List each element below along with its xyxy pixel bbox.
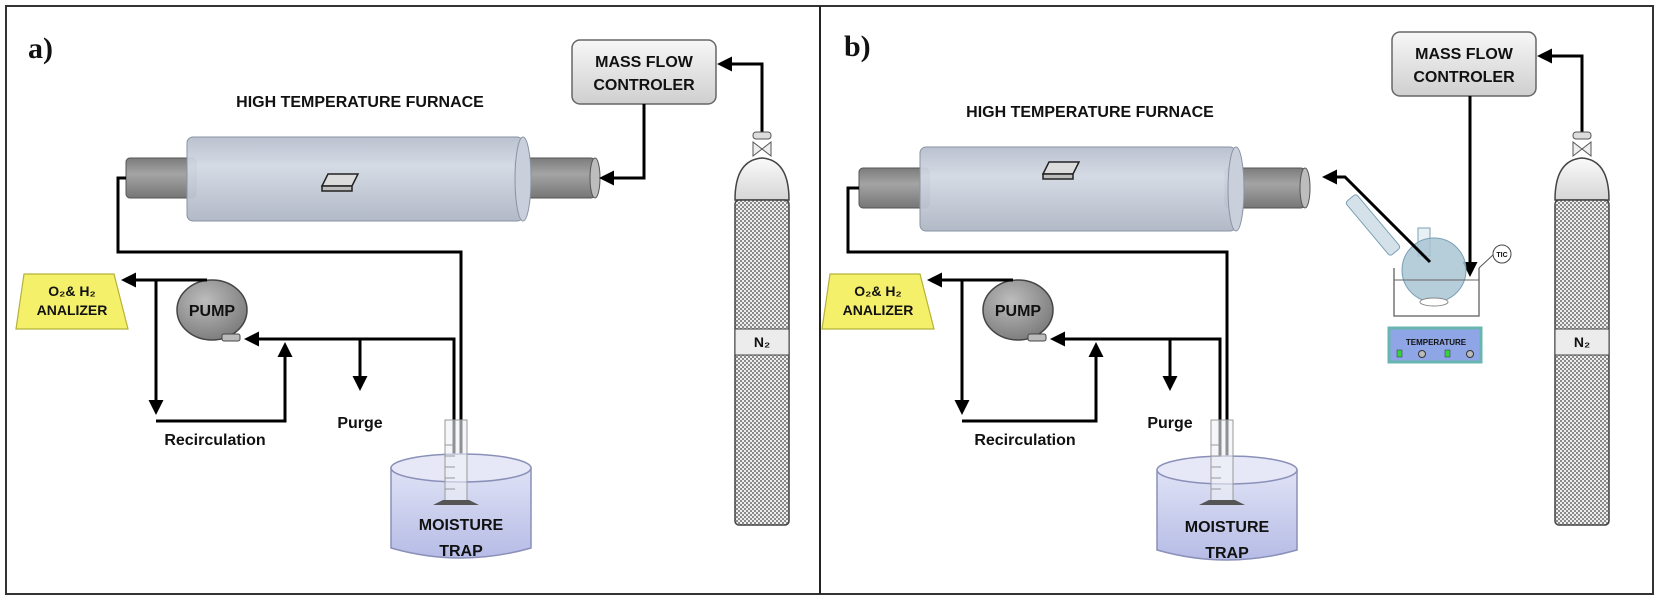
recirculation-return-pipe <box>962 342 1104 423</box>
analyzer-box <box>821 273 935 330</box>
mfc-to-furnace-pipe <box>599 104 646 186</box>
sample-boat <box>1041 161 1081 175</box>
cylinder-body <box>734 199 790 526</box>
heater-plate <box>1387 326 1483 364</box>
tic-lead <box>1478 253 1495 269</box>
pump: PUMP <box>176 279 248 342</box>
panel-letter: a) <box>28 32 53 65</box>
graduated-cylinder <box>444 419 468 503</box>
furnace-body-end <box>514 136 532 222</box>
figure-frame <box>5 5 1654 595</box>
analyzer-label-line2: ANALIZER <box>843 302 914 318</box>
nitrogen-cylinder: N₂ <box>717 56 790 526</box>
furnace-body <box>919 146 1237 232</box>
trap-vessel <box>390 467 532 559</box>
panel-a: a) HIGH TEMPERATURE FURNACE MASS FLOW CONTR… <box>15 32 790 560</box>
analyzer-box <box>15 273 129 330</box>
graduated-cylinder-base <box>433 500 479 505</box>
pump-body <box>176 279 248 341</box>
purge-label: Purge <box>1147 415 1192 432</box>
cylinder-valve-icon <box>1572 140 1592 158</box>
mfc-label-line1: MASS FLOW <box>1415 46 1514 63</box>
cylinder-valve-icon <box>752 140 772 158</box>
purge-label: Purge <box>337 415 382 432</box>
furnace-label: HIGH TEMPERATURE FURNACE <box>236 94 484 111</box>
moisture-trap: MOISTURE TRAP <box>1156 419 1298 562</box>
moisture-trap: MOISTURE TRAP <box>390 419 532 560</box>
heater-led-1 <box>1396 349 1403 358</box>
cylinder-dome <box>734 157 790 201</box>
mfc-label-line2: CONTROLER <box>1413 69 1515 86</box>
heating-bath <box>1393 268 1480 317</box>
sample-boat-base <box>1042 173 1074 180</box>
mass-flow-controller: MASS FLOW CONTROLER <box>1391 31 1537 97</box>
cylinder-to-mfc-pipe <box>1537 48 1584 135</box>
trap-label-line1: MOISTURE <box>419 517 504 534</box>
heater-knob-1 <box>1418 350 1426 358</box>
cylinder-gas-label: N₂ <box>1574 334 1590 350</box>
cylinder-dome <box>1554 157 1610 201</box>
pump-label: PUMP <box>189 303 236 320</box>
furnace-left-cap <box>125 157 197 199</box>
furnace-right-cap-end <box>589 157 601 199</box>
cylinder-to-mfc-pipe <box>717 56 764 135</box>
pump: PUMP <box>982 279 1054 342</box>
bubbler-to-furnace-pipe <box>1322 169 1432 264</box>
cylinder-gas-label: N₂ <box>754 334 770 350</box>
pump-body <box>982 279 1054 341</box>
trap-label-line1: MOISTURE <box>1185 519 1270 536</box>
cylinder-label-band <box>1554 328 1610 356</box>
mfc-box <box>1391 31 1537 97</box>
o2-h2-analyzer: O₂& H₂ ANALIZER <box>15 273 129 330</box>
pump-outlet <box>221 333 241 342</box>
furnace-to-trap-pipe <box>846 186 1235 471</box>
furnace: HIGH TEMPERATURE FURNACE <box>125 94 601 222</box>
analyzer-label-line2: ANALIZER <box>37 302 108 318</box>
cylinder-label-band <box>734 328 790 356</box>
tic-label: TIC <box>1496 252 1507 259</box>
flask-side-arm <box>1345 194 1401 256</box>
furnace-left-cap <box>858 167 930 209</box>
mass-flow-controller: MASS FLOW CONTROLER <box>571 39 717 105</box>
trap-to-pump-pipe <box>1050 331 1222 468</box>
panel-b: b) HIGH TEMPERATURE FURNACE MASS FLOW CONTR… <box>821 30 1610 562</box>
panel-letter: b) <box>844 30 871 63</box>
o2-h2-analyzer: O₂& H₂ ANALIZER <box>821 273 935 330</box>
furnace: HIGH TEMPERATURE FURNACE <box>858 104 1311 232</box>
analyzer-label-line1: O₂& H₂ <box>854 283 901 299</box>
graduated-cylinder-base <box>1199 500 1245 505</box>
trap-to-pump-pipe <box>244 331 456 468</box>
trap-label-line2: TRAP <box>1205 545 1249 562</box>
trap-vessel <box>1156 469 1298 561</box>
mfc-label-line1: MASS FLOW <box>595 54 694 71</box>
heater-label: TEMPERATURE <box>1406 338 1467 347</box>
pump-outlet <box>1027 333 1047 342</box>
trap-label-line2: TRAP <box>439 543 483 560</box>
round-bottom-flask <box>1401 237 1467 303</box>
recirculation-label: Recirculation <box>164 432 265 449</box>
furnace-right-cap-end <box>1299 167 1311 209</box>
nitrogen-cylinder: N₂ <box>1537 48 1610 526</box>
furnace-body-end <box>1227 146 1245 232</box>
stir-bar <box>1419 297 1449 307</box>
analyzer-label-line1: O₂& H₂ <box>48 283 95 299</box>
furnace-to-trap-pipe <box>116 176 469 471</box>
cylinder-valve-handle <box>752 131 772 140</box>
tic-icon <box>1492 244 1512 264</box>
graduated-cylinder <box>1210 419 1234 503</box>
pump-label: PUMP <box>995 303 1042 320</box>
furnace-label: HIGH TEMPERATURE FURNACE <box>966 104 1214 121</box>
heater-led-2 <box>1444 349 1451 358</box>
mfc-box <box>571 39 717 105</box>
recirculation-return-pipe <box>156 342 293 423</box>
sample-boat <box>320 173 360 187</box>
heated-bubbler: TIC TEMPERATURE <box>1322 96 1512 364</box>
sample-boat-base <box>321 185 353 192</box>
mfc-label-line2: CONTROLER <box>593 77 695 94</box>
cylinder-body <box>1554 199 1610 526</box>
recirculation-label: Recirculation <box>974 432 1075 449</box>
cylinder-valve-handle <box>1572 131 1592 140</box>
heater-knob-2 <box>1466 350 1474 358</box>
